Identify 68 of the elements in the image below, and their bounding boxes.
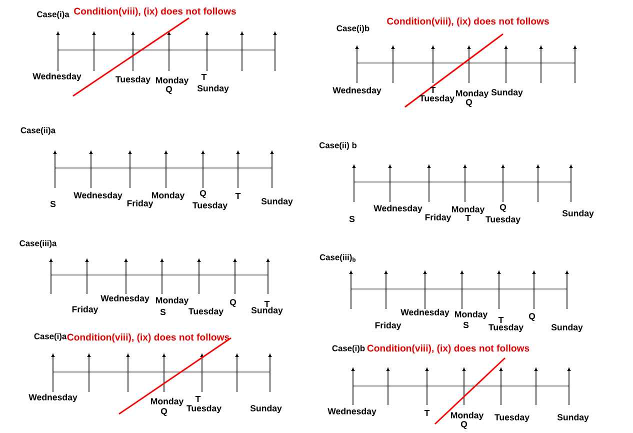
day-label: Monday: [450, 412, 484, 420]
day-label: Monday: [152, 192, 185, 200]
day-label: Friday: [72, 306, 98, 314]
day-label: Tuesday: [192, 202, 228, 210]
day-label: Monday: [454, 310, 488, 320]
day-label: Q: [466, 99, 472, 107]
day-label: Wednesday: [74, 192, 122, 200]
condition-note: Condition(viii), (ix) does not follows: [74, 8, 236, 16]
day-label: Q: [166, 86, 172, 94]
day-label: S: [463, 322, 469, 328]
case-title: Case(i)a: [37, 11, 70, 19]
day-label: Sunday: [251, 306, 283, 316]
day-label: Friday: [127, 200, 154, 208]
case-title: Case(i)b: [336, 25, 370, 33]
case-title: Case(i)a: [34, 333, 67, 341]
day-label: Wednesday: [328, 408, 376, 416]
day-label: Wednesday: [400, 308, 450, 318]
day-label: Monday: [452, 206, 485, 214]
day-label: Tuesday: [486, 216, 520, 224]
day-label: T: [430, 86, 436, 94]
day-label: Wednesday: [374, 204, 422, 214]
day-label: T: [195, 396, 201, 402]
day-label: Friday: [375, 322, 402, 330]
day-label: T: [235, 192, 241, 200]
day-label: Monday: [156, 296, 189, 306]
day-label: S: [349, 216, 355, 222]
day-label: Tuesday: [488, 324, 524, 332]
day-label: T: [498, 316, 504, 324]
case-title: Case(ii)a: [20, 127, 56, 135]
day-label: S: [160, 308, 166, 316]
condition-note: Condition(viii), (ix) does not follows: [367, 344, 530, 354]
day-label: T: [424, 410, 430, 416]
day-label: Sunday: [250, 404, 282, 414]
day-label: Monday: [156, 76, 189, 86]
case-title: Case(iii)$_{b}$: [320, 254, 356, 262]
case-title: Case(iii)a: [20, 240, 57, 248]
day-label: Wednesday: [32, 72, 82, 82]
condition-note: Condition(viii), (ix) does not follows: [387, 18, 549, 26]
day-label: T: [201, 74, 207, 80]
day-label: Q: [500, 204, 506, 212]
day-label: Monday: [456, 90, 489, 98]
day-label: Monday: [150, 398, 184, 406]
day-label: Q: [460, 421, 468, 429]
day-label: T: [264, 300, 270, 308]
day-label: Q: [200, 190, 206, 198]
day-label: Sunday: [557, 414, 589, 422]
day-label: Friday: [425, 214, 452, 222]
day-label: Wednesday: [100, 294, 150, 304]
day-label: Sunday: [491, 88, 523, 98]
day-label: Sunday: [551, 324, 583, 332]
day-label: Tuesday: [494, 414, 530, 422]
day-label: Wednesday: [28, 394, 78, 402]
day-label: Sunday: [197, 84, 229, 94]
case-title: Case(ii) b: [319, 142, 357, 150]
day-label: Tuesday: [186, 404, 222, 414]
condition-note: Condition(viii), (ix) does not follows: [67, 334, 230, 342]
day-label: Sunday: [261, 198, 293, 206]
day-label: Q: [528, 313, 536, 321]
day-label: Q: [230, 299, 236, 307]
case-title: Case(i)b: [332, 345, 365, 353]
day-label: T: [465, 214, 471, 222]
day-label: S: [50, 200, 56, 208]
day-label: Q: [160, 408, 168, 416]
day-label: Sunday: [562, 210, 594, 218]
day-label: Tuesday: [188, 308, 224, 316]
day-label: Tuesday: [420, 94, 454, 104]
day-label: Wednesday: [332, 86, 382, 96]
day-label: Tuesday: [116, 76, 150, 84]
